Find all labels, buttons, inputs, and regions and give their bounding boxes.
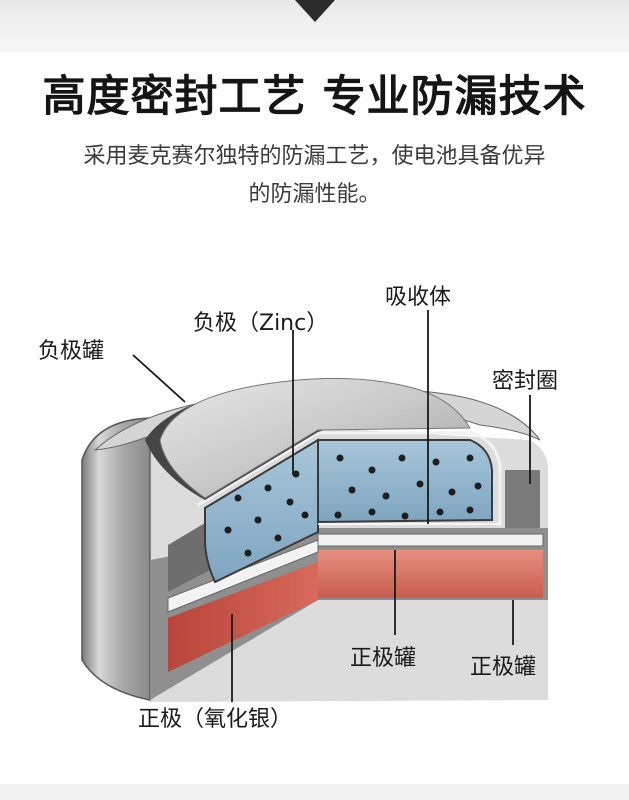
description-line-2: 的防漏性能。 (248, 182, 381, 207)
label-absorber: 吸收体 (385, 285, 451, 310)
chevron-down-icon (295, 0, 335, 22)
label-positive-can-right: 正极罐 (470, 655, 536, 680)
bottom-band (0, 784, 629, 800)
silver-oxide-front-right (318, 550, 543, 598)
zinc-particles (224, 454, 482, 557)
label-negative-electrode: 负极（Zinc） (193, 311, 328, 336)
positive-can-body (81, 417, 151, 701)
separator-right (317, 533, 544, 547)
page-title: 高度密封工艺 专业防漏技术 (42, 72, 587, 122)
label-positive-electrode: 正极（氧化银） (138, 707, 292, 732)
silver-oxide-front-left (168, 562, 318, 672)
negative-cap-dome (159, 377, 471, 499)
label-negative-can: 负极罐 (38, 339, 104, 364)
label-gasket: 密封圈 (492, 369, 558, 394)
gasket-right (505, 470, 540, 528)
label-positive-can-center: 正极罐 (350, 646, 416, 671)
description-line-1: 采用麦克赛尔独特的防漏工艺，使电池具备优异 (83, 144, 546, 169)
separator-left (167, 539, 319, 613)
zinc-front-left (204, 438, 319, 584)
zinc-front-right (317, 439, 493, 524)
gasket-left (168, 520, 210, 592)
leader-lines (132, 310, 531, 702)
negative-can-edge (197, 431, 502, 526)
